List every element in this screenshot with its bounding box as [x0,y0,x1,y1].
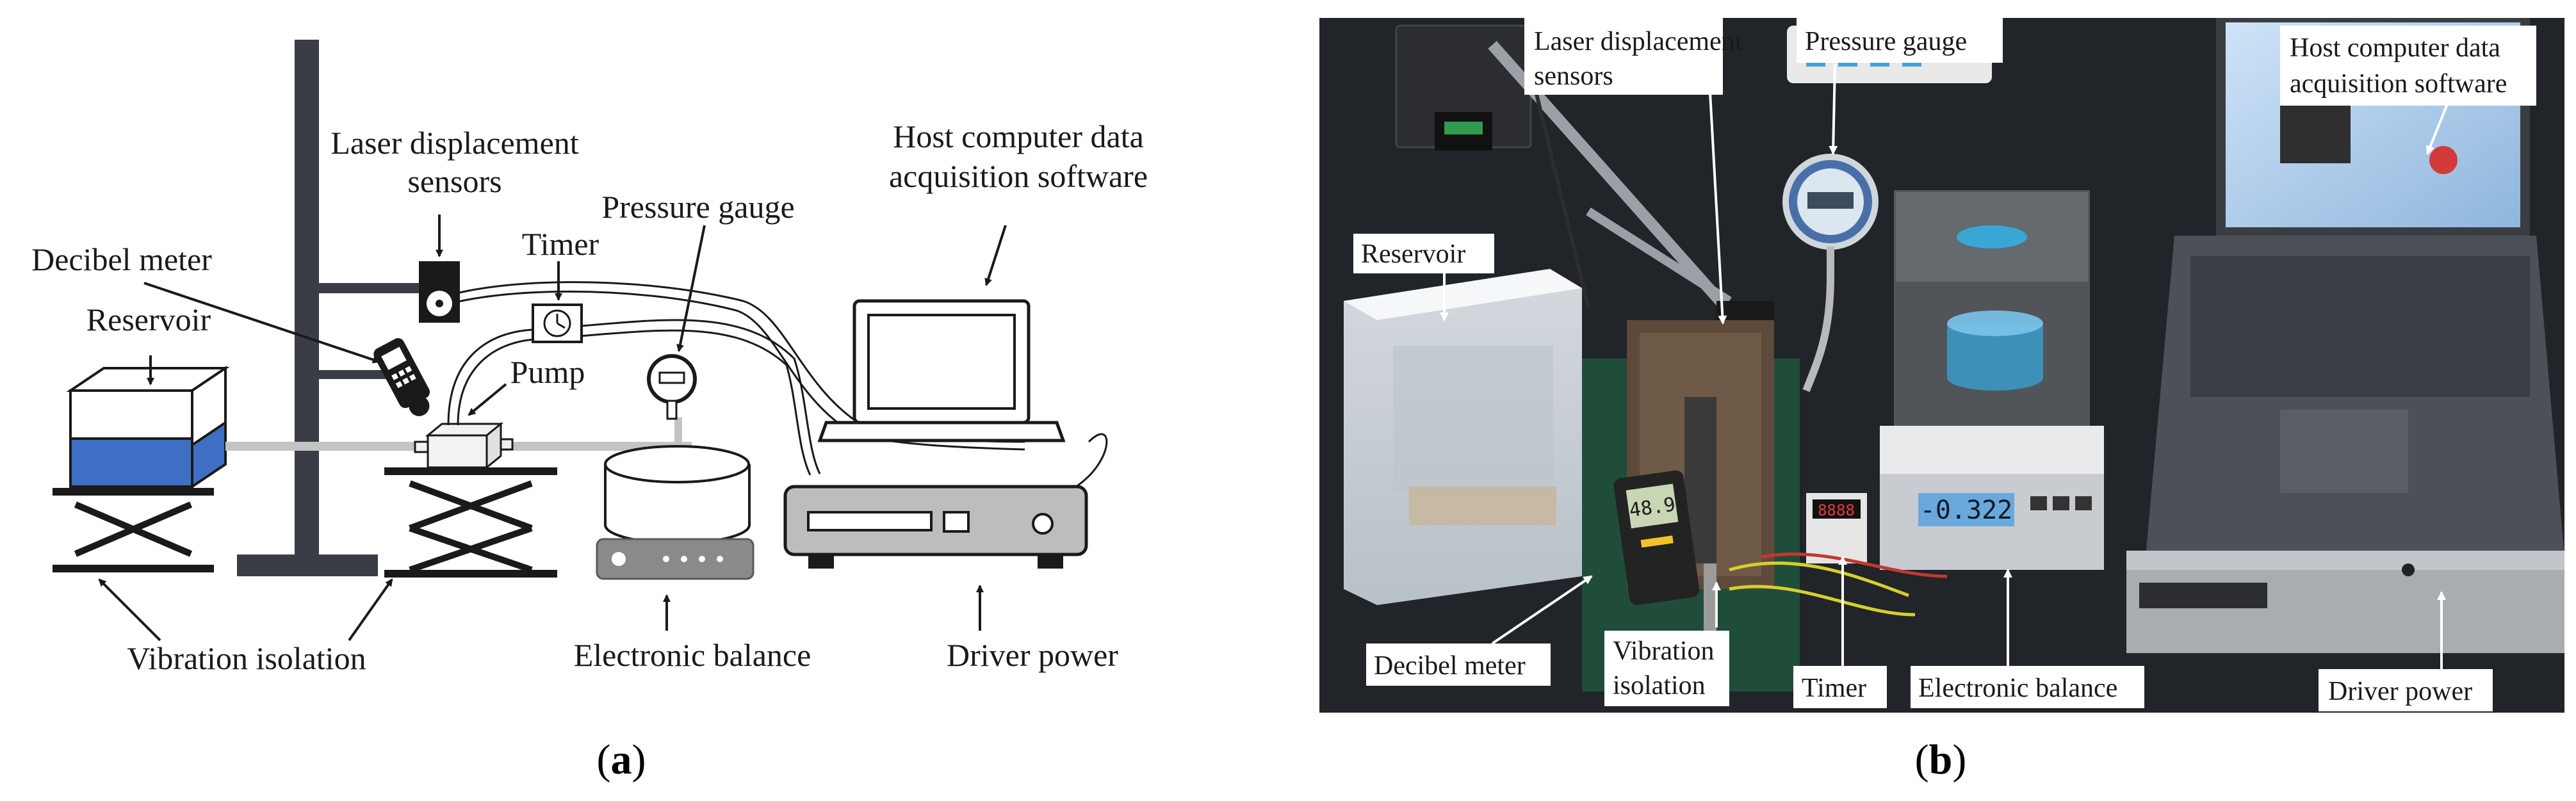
label-a-host-1: Host computer data [893,118,1144,154]
timer-readout: 8888 [1818,501,1855,519]
label-a-pressure: Pressure gauge [601,189,794,225]
panel-b-label-boxes [1353,18,2536,711]
laser-sensor-schematic [419,261,460,323]
label-b-balance: Electronic balance [1918,674,2117,703]
pressure-gauge-schematic [647,354,697,420]
support-stand [237,40,436,576]
driver-power-photo [2126,551,2564,653]
label-a-laser-2: sensors [407,163,501,199]
caption-a: (a) [597,736,646,783]
panel-a-arrows [98,214,1007,642]
timer-photo: 8888 [1729,493,1948,617]
label-a-laser-1: Laser displacement [330,125,578,161]
panel-b-labels: Laser displacement sensors Pressure gaug… [1361,27,2507,706]
reservoir-schematic [66,366,230,489]
label-b-decibel: Decibel meter [1374,651,1526,681]
scale-readout: -0.322 [1920,496,2013,525]
label-a-reservoir: Reservoir [86,302,211,337]
label-b-laser-1: Laser displacement [1534,27,1743,56]
label-a-timer: Timer [522,226,599,262]
reservoir-photo [1344,269,1582,605]
balance-photo: -0.322 [1880,190,2104,570]
pressure-gauge-photo [1782,154,1879,392]
label-b-vibration-1: Vibration [1613,636,1714,666]
flow-pipe [225,417,692,462]
label-a-pump: Pump [510,354,585,390]
label-b-timer: Timer [1802,674,1866,703]
label-b-host-1: Host computer data [2290,33,2500,63]
label-b-vibration-2: isolation [1613,671,1706,700]
label-b-pressure: Pressure gauge [1805,27,1967,56]
vibration-isolator-left [53,488,214,572]
driver-power-schematic [783,485,1088,569]
beaker-schematic [604,445,751,545]
decibel-meter-schematic [373,338,430,416]
panel-a-labels: Laser displacement sensors Pressure gaug… [31,118,1148,676]
label-b-driver: Driver power [2328,677,2472,706]
label-a-balance: Electronic balance [574,637,811,673]
panel-b-photo: 48.9 -0.322 88 [1319,18,2564,783]
label-b-host-2: acquisition software [2290,69,2507,99]
label-a-host-2: acquisition software [889,158,1148,194]
panel-a-schematic: Laser displacement sensors Pressure gaug… [31,40,1148,783]
timer-schematic [532,303,583,343]
vibration-isolator-right [384,467,557,578]
caption-b: (b) [1915,736,1967,783]
label-b-laser-2: sensors [1534,61,1613,91]
label-b-reservoir: Reservoir [1361,239,1465,269]
pump-schematic [414,421,514,470]
decibel-meter-photo: 48.9 [1613,470,1700,606]
label-a-decibel: Decibel meter [31,241,212,277]
label-a-driver: Driver power [947,637,1118,673]
laptop-schematic [817,299,1066,442]
label-a-vibration: Vibration isolation [127,640,366,676]
controller-box [1395,24,1532,150]
electronic-balance-schematic [596,538,754,580]
